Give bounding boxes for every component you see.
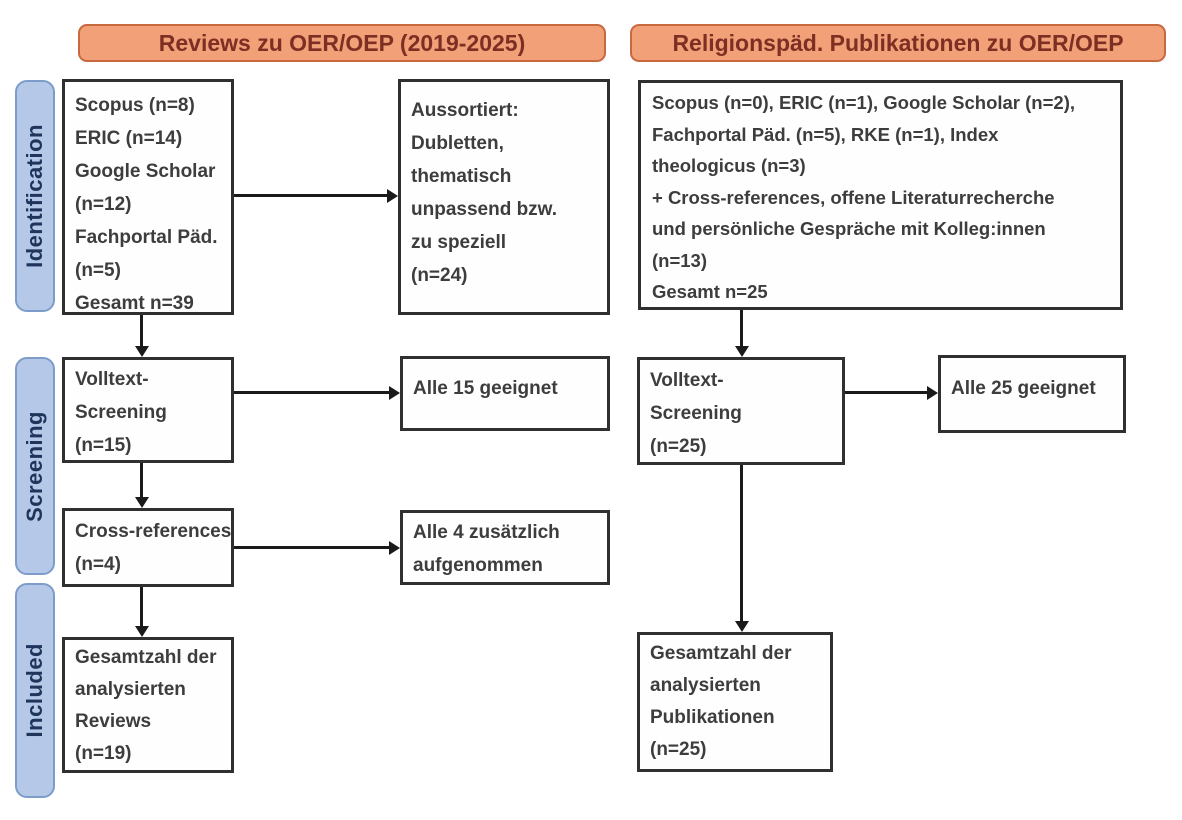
arrow-left-sources-to-excluded (234, 189, 398, 203)
column-header-reviews: Reviews zu OER/OEP (2019-2025) (78, 24, 606, 62)
stage-label-screening-text: Screening (22, 410, 47, 522)
arrow-right-fulltext-to-result (845, 386, 938, 400)
arrow-left-sources-to-fulltext (135, 315, 149, 357)
right-box-sources: Scopus (n=0), ERIC (n=1), Google Scholar… (638, 80, 1123, 310)
stage-label-identification: Identification (15, 80, 55, 312)
right-box-fulltext-screening: Volltext- Screening (n=25) (637, 357, 845, 465)
right-box-total-included: Gesamtzahl der analysierten Publikatione… (637, 632, 833, 772)
right-box-fulltext-result: Alle 25 geeignet (938, 355, 1126, 433)
arrow-left-fulltext-to-crossref (135, 463, 149, 508)
left-box-sources: Scopus (n=8) ERIC (n=14) Google Scholar … (62, 79, 234, 315)
arrow-right-fulltext-to-total (735, 465, 749, 632)
arrow-left-crossref-to-total (135, 587, 149, 637)
stage-label-screening: Screening (15, 357, 55, 575)
left-box-cross-references-result: Alle 4 zusätzlich aufgenommen (400, 510, 610, 585)
left-box-cross-references: Cross-references (n=4) (62, 508, 234, 587)
arrow-left-fulltext-to-result (234, 386, 400, 400)
stage-label-included: Included (15, 583, 55, 798)
arrow-right-sources-to-fulltext (735, 310, 749, 357)
arrow-left-crossref-to-result (234, 541, 400, 555)
left-box-fulltext-result: Alle 15 geeignet (400, 356, 610, 431)
stage-label-included-text: Included (22, 643, 47, 738)
column-header-religionspaed: Religionspäd. Publikationen zu OER/OEP (630, 24, 1166, 62)
left-box-fulltext-screening: Volltext- Screening (n=15) (62, 357, 234, 463)
left-box-excluded: Aussortiert: Dubletten, thematisch unpas… (398, 79, 610, 315)
stage-label-identification-text: Identification (22, 124, 47, 268)
left-box-total-included: Gesamtzahl der analysierten Reviews (n=1… (62, 637, 234, 773)
